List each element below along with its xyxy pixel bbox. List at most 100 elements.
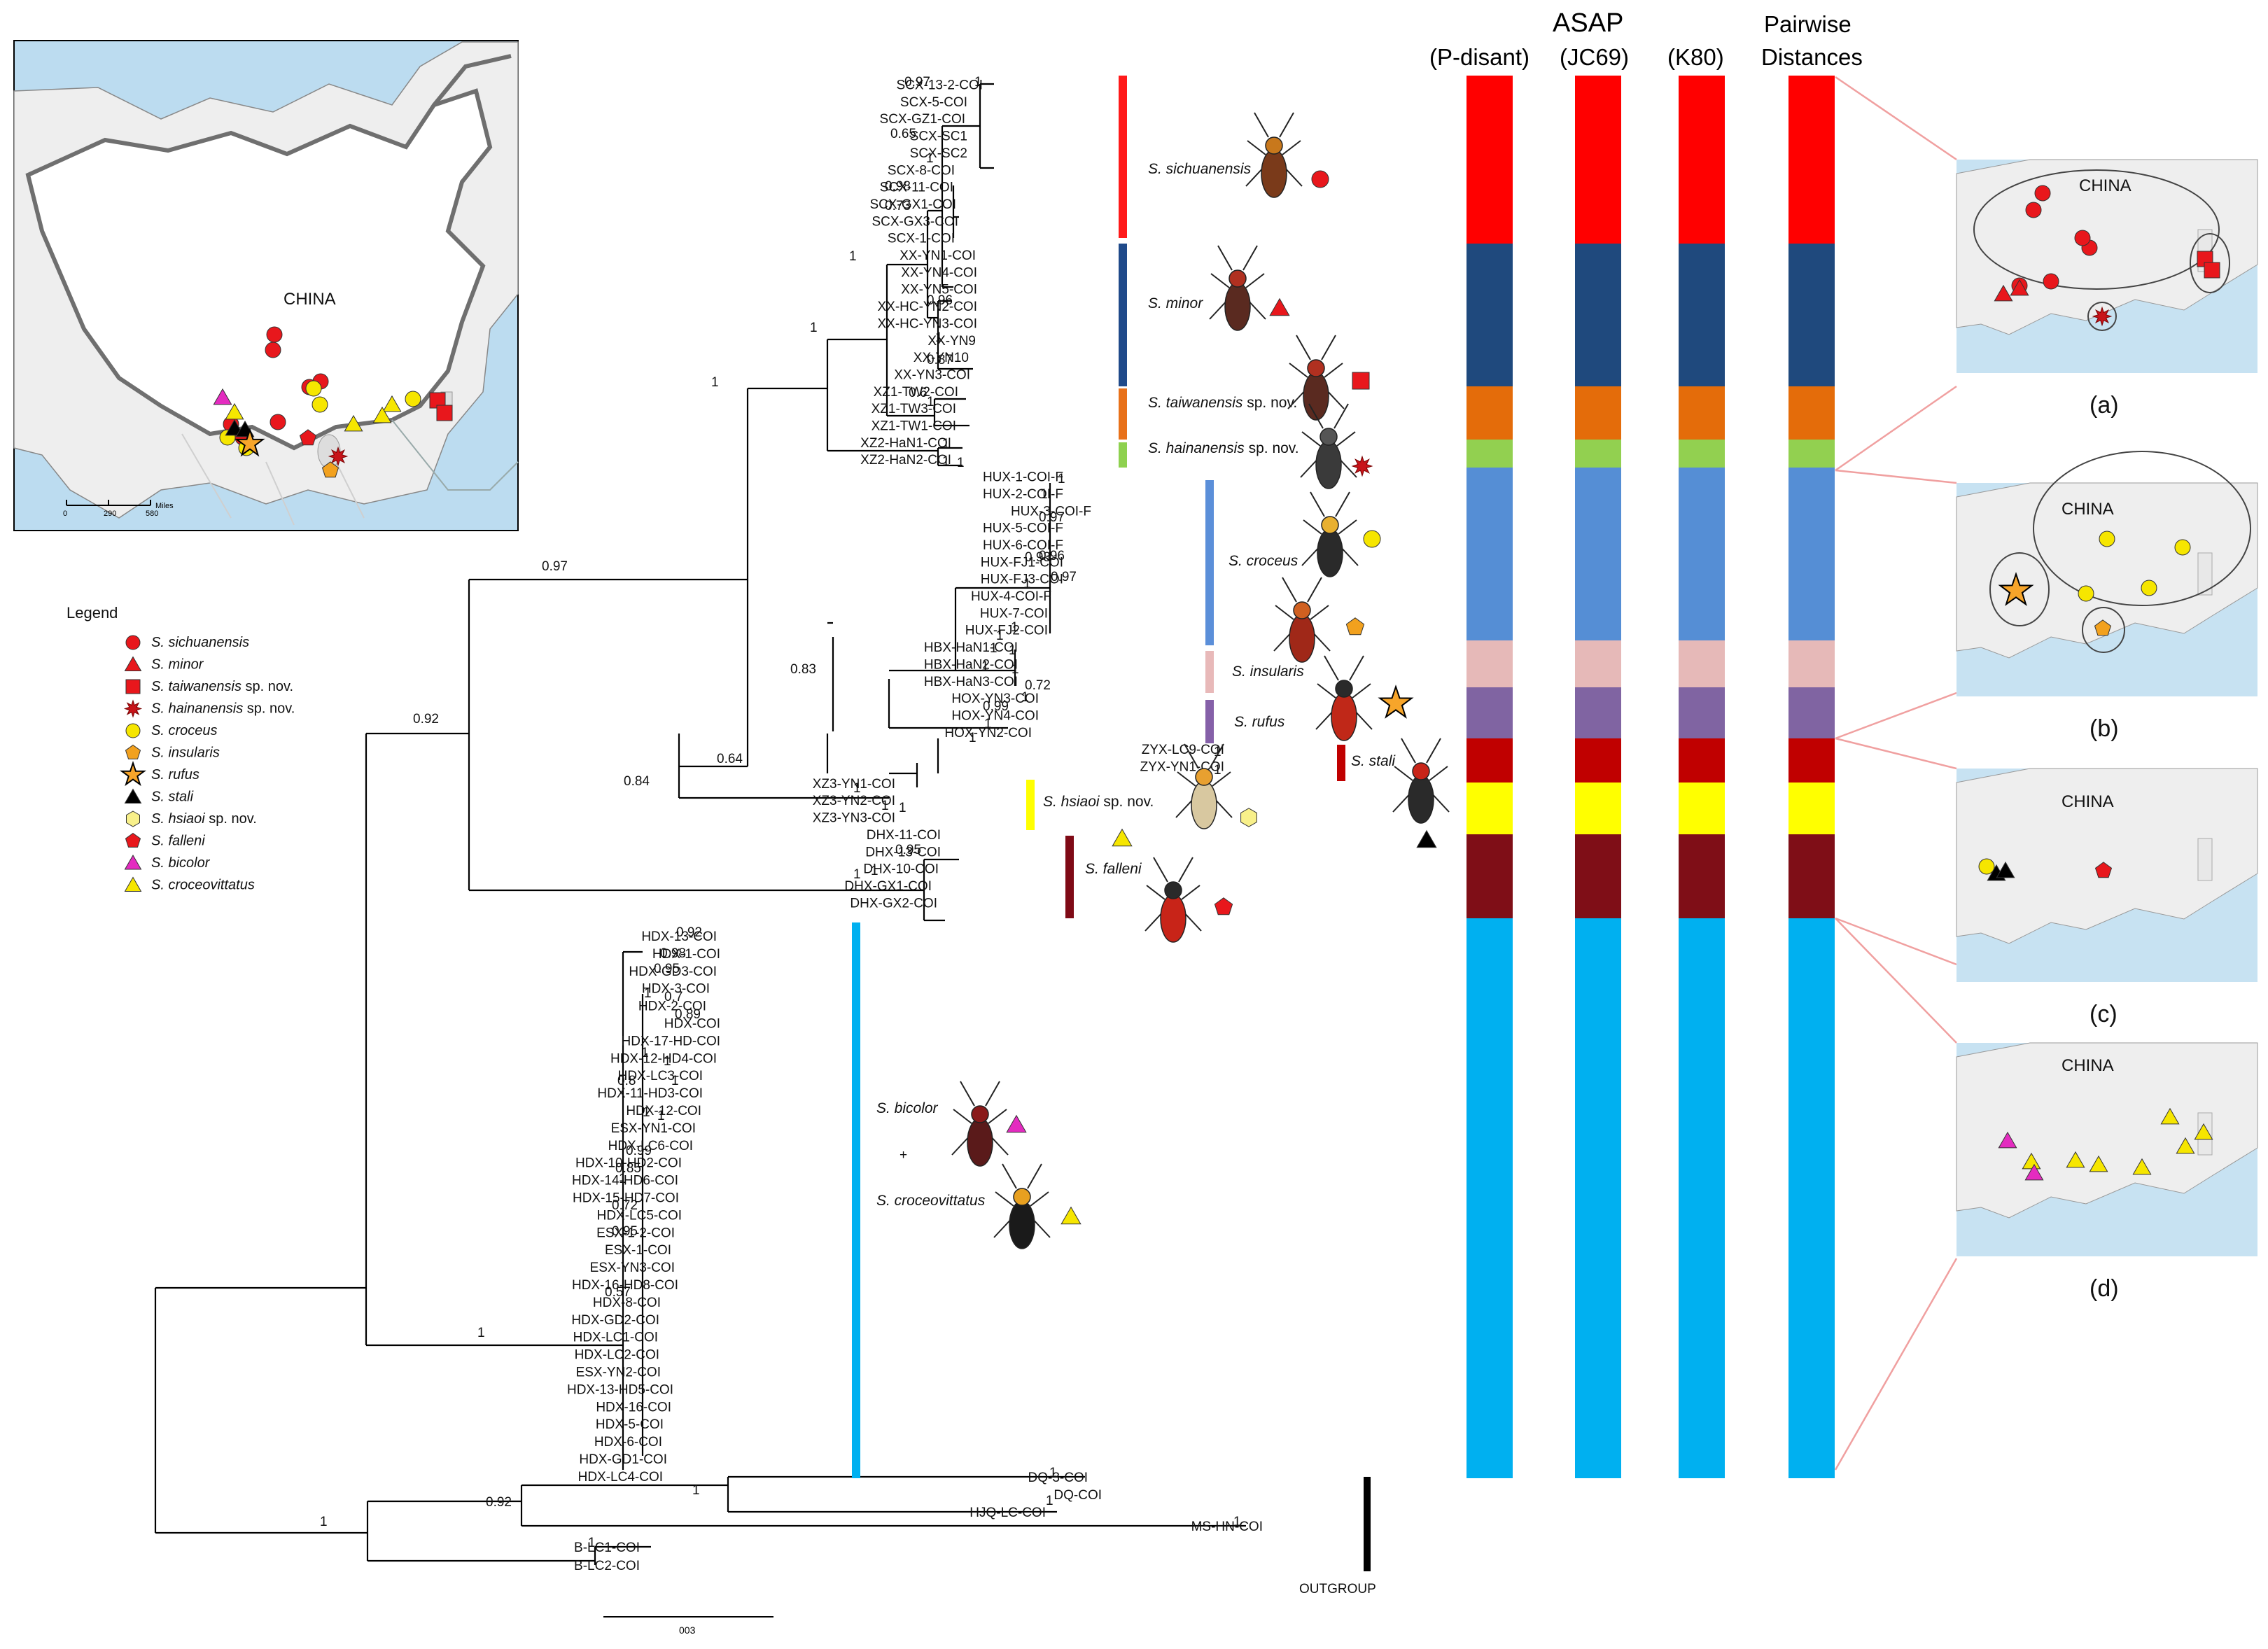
clade-symbols — [1006, 170, 1437, 1225]
panel-marker — [1996, 861, 2015, 878]
tree-tip-label: XZ3-YN3-COI — [813, 811, 895, 826]
tree-tip-label: HJQ-LC-COI — [969, 1506, 1046, 1520]
clade-marker — [1112, 828, 1133, 847]
support-value: 1 — [853, 781, 861, 796]
support-value: 1 — [1049, 1466, 1057, 1480]
insect-illustration — [1300, 403, 1357, 489]
tree-tip-label: HDX-17-HD-COI — [622, 1034, 720, 1048]
panel-marker — [2174, 539, 2191, 556]
insect-illustration — [1315, 655, 1373, 741]
support-value: 0.95 — [612, 1224, 638, 1239]
support-value: 0.6 — [909, 386, 927, 400]
tree-tip-label: ZYX-LC9-COI — [1142, 743, 1224, 757]
panel-marker — [2132, 1158, 2152, 1175]
map-marker — [382, 395, 402, 412]
map-marker — [405, 391, 421, 407]
panel-marker — [1978, 858, 1995, 875]
support-value: 1 — [974, 75, 982, 90]
support-value: 0.99 — [983, 699, 1009, 714]
clade-marker — [1006, 1114, 1027, 1133]
clade-marker — [1378, 685, 1414, 719]
clade-marker — [1345, 617, 1365, 636]
delimitation-segment — [1575, 834, 1621, 918]
map-marker — [321, 461, 340, 478]
panel-marker — [1998, 1131, 2017, 1149]
support-value: 0.72 — [612, 1198, 638, 1213]
panel-a: CHINA — [1956, 159, 2258, 373]
support-value: 0.8 — [617, 1074, 636, 1088]
tree-tip-label: B-LC1-COI — [574, 1541, 640, 1555]
legend-symbol-pentagon — [125, 832, 141, 848]
insect-illustration — [951, 1081, 1009, 1167]
map-sample-markers — [213, 326, 453, 478]
map-scale-290: 290 — [104, 510, 116, 518]
insect-illustration — [1301, 491, 1359, 577]
support-value: 0.95 — [895, 843, 921, 857]
tree-tip-label: HDX-14-HD6-COI — [572, 1174, 678, 1188]
tree-tip-label: XX-HC-YN2-COI — [877, 300, 977, 314]
tree-tip-label: HDX-11-HD3-COI — [597, 1086, 703, 1101]
support-value: 0.83 — [790, 662, 816, 677]
support-value: 1 — [320, 1515, 328, 1529]
support-value: 1 — [1058, 472, 1065, 486]
panel-map-label: CHINA — [2062, 792, 2114, 811]
support-value: 0.92 — [486, 1495, 512, 1510]
panel-marker — [2025, 202, 2042, 218]
panel-marker — [2194, 1123, 2213, 1140]
delimitation-segment — [1466, 244, 1513, 386]
panel-label: (c) — [2090, 1001, 2118, 1027]
delimitation-segment — [1679, 244, 1725, 386]
tree-tip-label: HUX-4-COI-F — [971, 589, 1051, 604]
tree-branches — [154, 83, 1246, 1565]
delimitation-segment — [1466, 440, 1513, 468]
clade-label: S. falleni — [1085, 861, 1142, 877]
support-value: 1 — [957, 456, 965, 470]
legend-item-label: S. hsiaoi sp. nov. — [151, 811, 257, 827]
panel-marker — [2176, 1137, 2195, 1154]
panel-marker — [2034, 185, 2051, 202]
tree-tip-label: HOX-YN3-COI — [951, 692, 1039, 706]
support-value: 0.96 — [1039, 549, 1065, 563]
legend-symbol-triangle — [124, 656, 142, 671]
tree-tip-label: HOX-YN2-COI — [944, 726, 1032, 741]
delimitation-segment — [1575, 640, 1621, 687]
tree-tip-label: HDX-LC1-COI — [573, 1331, 658, 1345]
panel-b: CHINA — [1956, 451, 2258, 696]
clade-label: S. bicolor — [876, 1100, 939, 1116]
tree-tip-label: XX-HC-YN3-COI — [877, 316, 977, 331]
insect-illustration — [1209, 245, 1266, 331]
panel-marker — [2099, 531, 2115, 547]
support-value: 0.92 — [413, 712, 439, 727]
legend-symbol-pentagon — [125, 744, 141, 759]
map-china-label: CHINA — [284, 290, 336, 309]
header-pairwise: Pairwise — [1764, 11, 1851, 37]
panel-marker — [2089, 1155, 2108, 1172]
tree-tip-label: HDX-GD1-COI — [579, 1452, 667, 1467]
tree-scale-label: 003 — [679, 1625, 696, 1636]
clade-bar — [1065, 836, 1074, 918]
delimitation-segment — [1679, 386, 1725, 440]
tree-tip-label: HDX-6-COI — [594, 1435, 662, 1450]
tree-tip-label: HDX-COI — [664, 1017, 720, 1032]
support-value: 1 — [671, 1074, 679, 1088]
support-value: 1 — [996, 629, 1004, 643]
tree-tip-label: SCX-GX3-COI — [872, 214, 958, 229]
tree-tip-label: HDX-LC2-COI — [575, 1348, 659, 1363]
tree-tip-label: ESX-1-COI — [605, 1243, 671, 1258]
support-value: 1 — [1040, 487, 1048, 502]
support-value: 0.98 — [885, 179, 911, 194]
clade-bar — [1337, 745, 1345, 781]
delimitation-segment — [1788, 440, 1835, 468]
legend-symbol-circle — [125, 723, 141, 738]
tree-tip-label: SCX-GZ1-COI — [880, 112, 965, 127]
insect-illustration — [1245, 112, 1303, 198]
legend-symbol-triangle — [124, 876, 142, 892]
support-value: 0.89 — [675, 1007, 701, 1022]
support-value: 1 — [1011, 620, 1018, 635]
tree-tip-label: HDX-12-HD4-COI — [610, 1051, 717, 1066]
tree-tip-label: DHX-11-COI — [867, 828, 941, 843]
tree-tip-label: XX-YN9 — [927, 334, 976, 349]
delimitation-segment — [1679, 640, 1725, 687]
clade-bar — [1205, 480, 1214, 645]
